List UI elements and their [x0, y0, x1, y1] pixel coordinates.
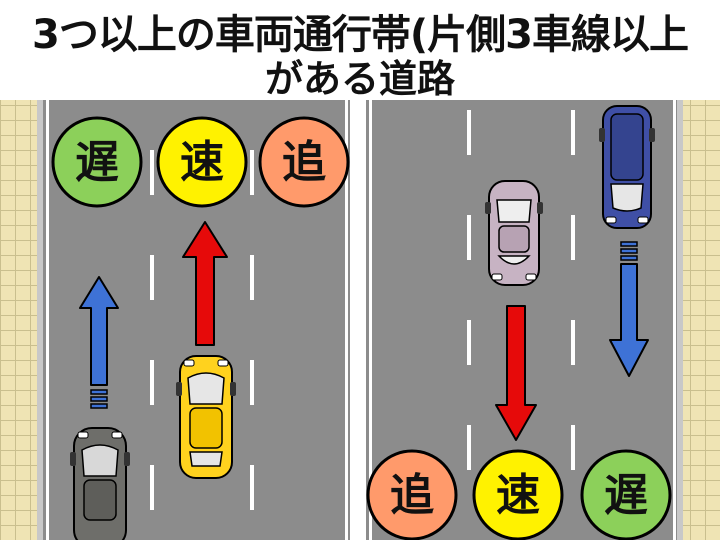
lane-sign-passing-right-text: 追	[390, 470, 434, 521]
blue-arrow-up	[79, 276, 119, 409]
lane-sign-passing-left: 追	[258, 116, 350, 208]
curb-right	[677, 100, 683, 540]
lane-dashes-right-2	[571, 110, 575, 470]
lane-sign-normal-left-text: 速	[180, 137, 224, 188]
lane-sign-slow-left: 遅	[51, 116, 143, 208]
lane-dashes-left-2	[250, 150, 254, 510]
lane-sign-slow-right-text: 遅	[604, 470, 648, 521]
median	[350, 100, 366, 540]
sidewalk-left	[0, 100, 37, 540]
lane-sign-passing-left-text: 追	[282, 137, 326, 188]
red-arrow-down	[495, 305, 537, 441]
yellow-car	[176, 355, 236, 479]
blue-car	[599, 105, 655, 229]
curb-left	[37, 100, 43, 540]
edge-line-right	[673, 100, 676, 540]
pink-car	[485, 180, 543, 286]
title-area: 3つ以上の車両通行帯(片側3車線以上 がある道路	[0, 0, 720, 101]
lane-sign-slow-right: 遅	[580, 449, 672, 540]
black-car	[70, 427, 130, 540]
edge-line-left	[46, 100, 49, 540]
lane-sign-normal-right: 速	[472, 449, 564, 540]
lane-sign-slow-left-text: 遅	[75, 137, 119, 188]
edge-line-center-left	[345, 100, 348, 540]
title-line-1: 3つ以上の車両通行帯(片側3車線以上	[32, 12, 689, 58]
lane-dashes-right-1	[467, 110, 471, 470]
blue-arrow-down	[609, 241, 649, 377]
lane-sign-passing-right: 追	[366, 449, 458, 540]
sidewalk-right	[683, 100, 720, 540]
road-diagram: 遅 速 追 追 速 遅	[0, 100, 720, 540]
lane-sign-normal-left: 速	[156, 116, 248, 208]
lane-sign-normal-right-text: 速	[496, 470, 540, 521]
title-line-2: がある道路	[264, 57, 455, 101]
lane-dashes-left-1	[150, 150, 154, 510]
edge-line-center-right	[369, 100, 372, 540]
red-arrow-up	[182, 221, 228, 346]
